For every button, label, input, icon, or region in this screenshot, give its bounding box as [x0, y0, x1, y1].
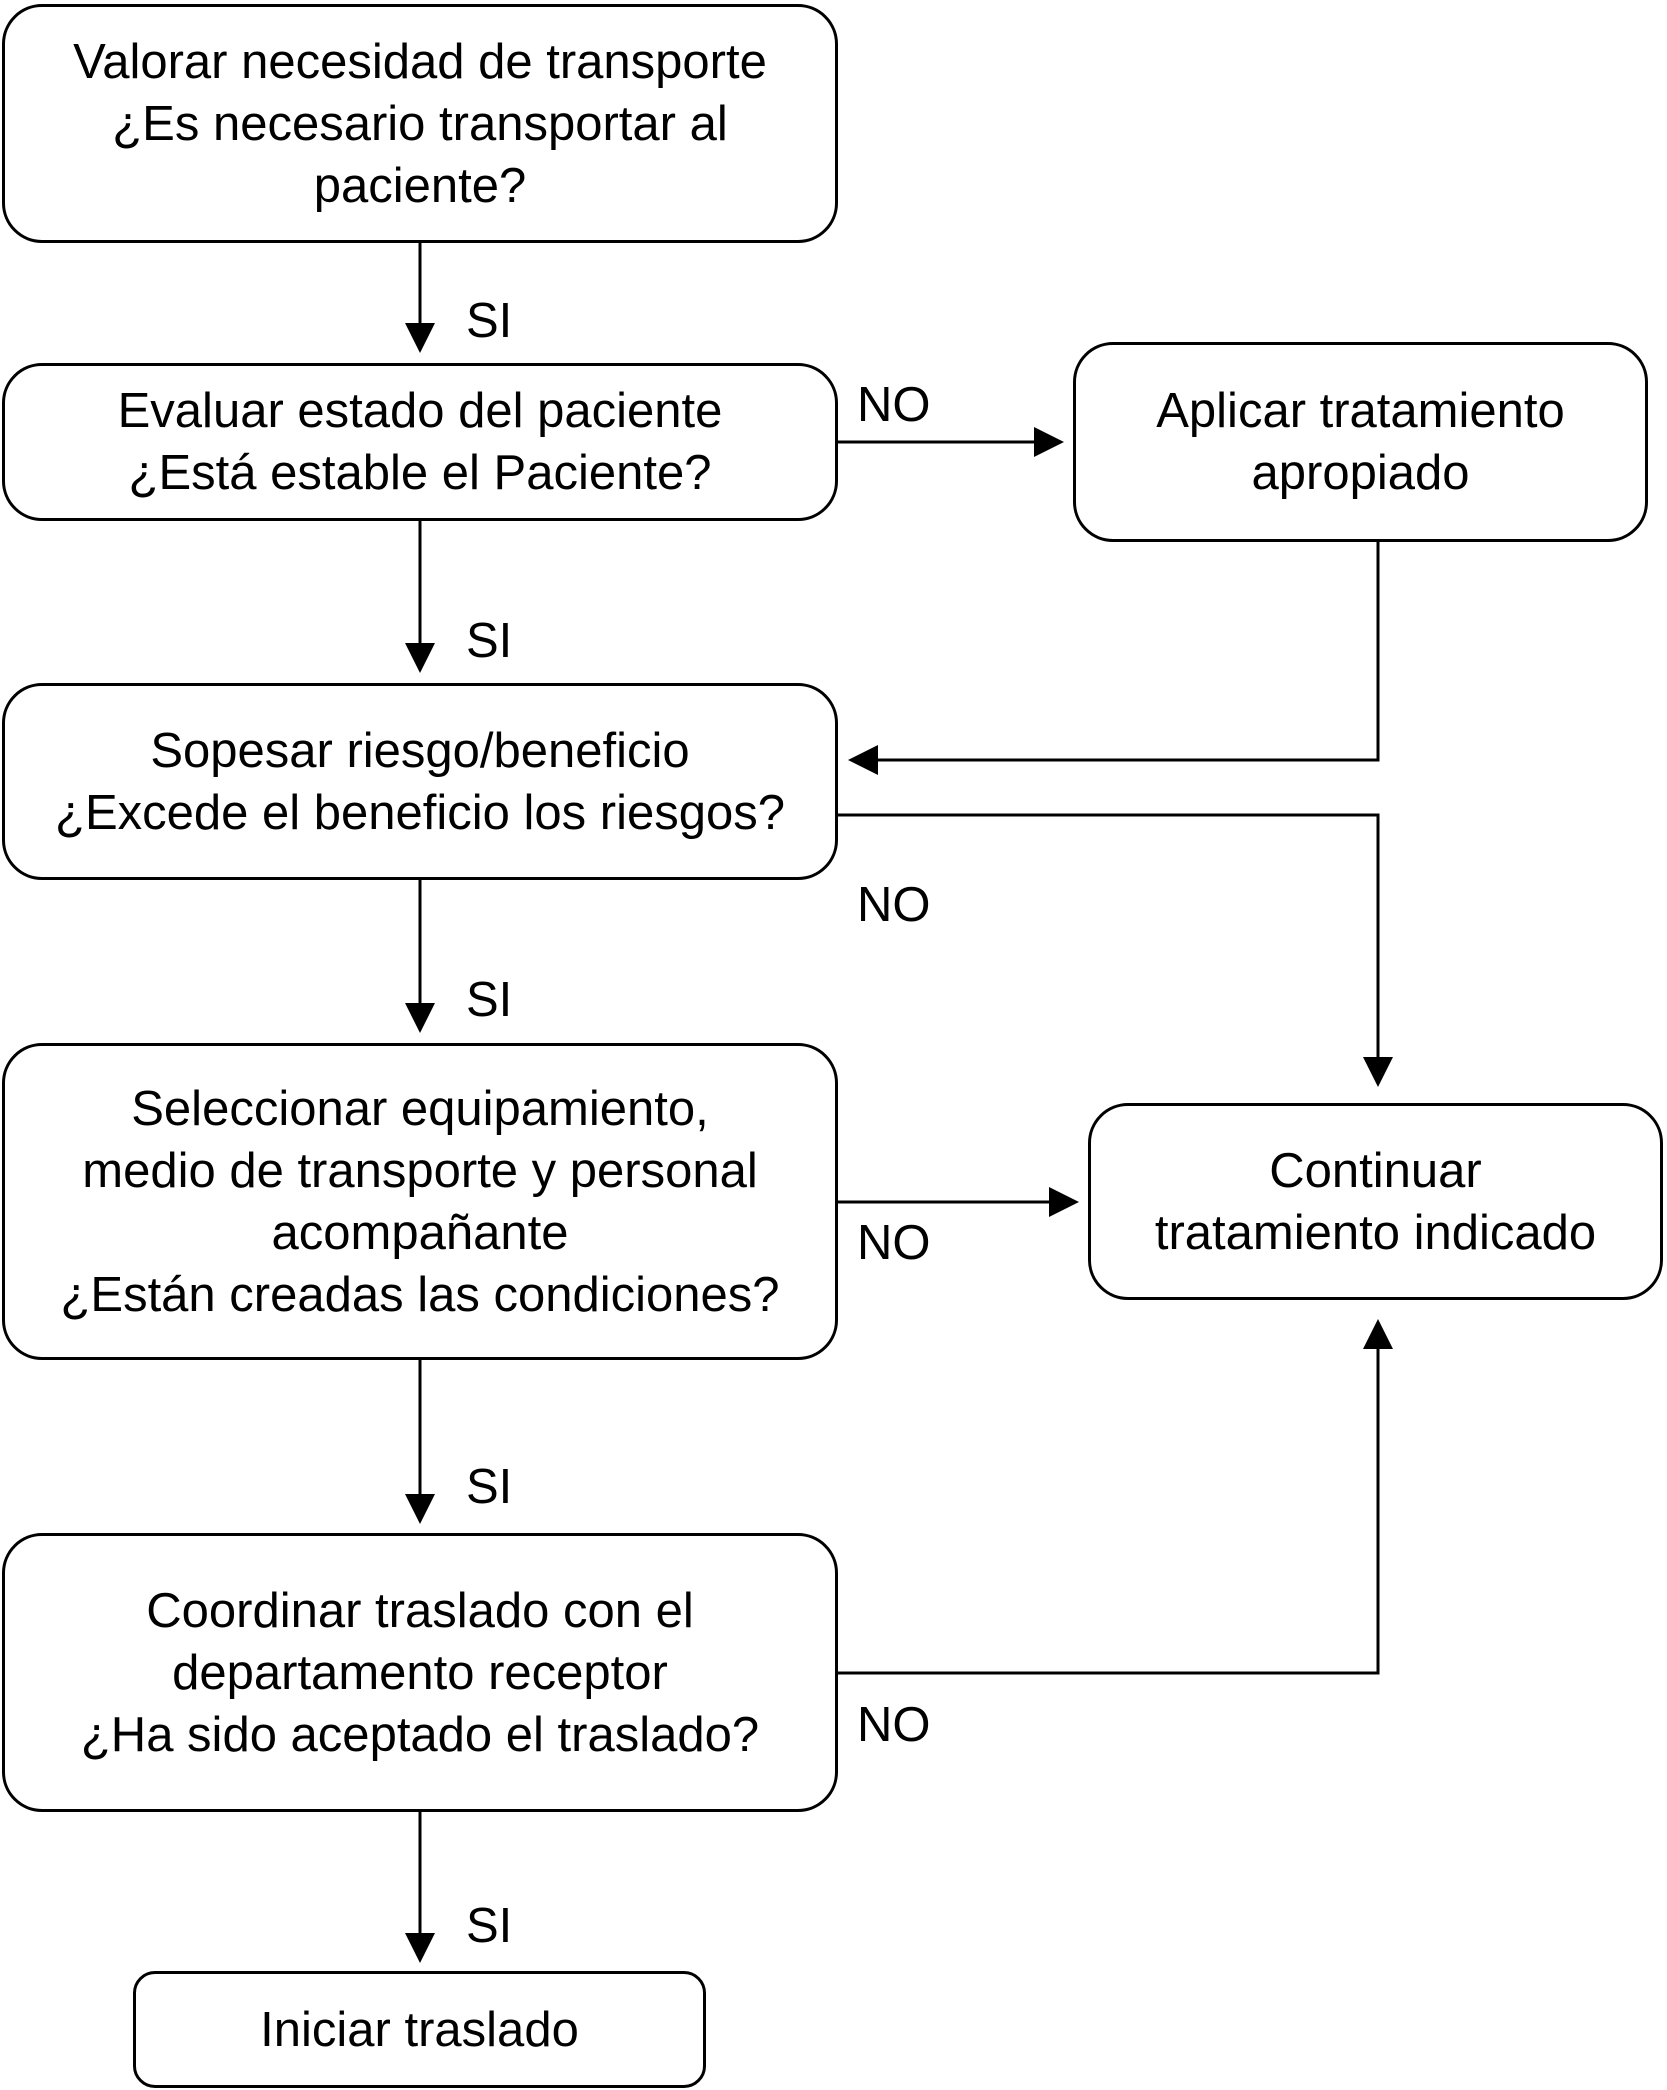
node-line: paciente? [313, 158, 527, 213]
node-line: tratamiento indicado [1154, 1205, 1597, 1260]
edge-label-no: NO [857, 1698, 931, 1752]
node-line: Aplicar tratamiento [1156, 384, 1565, 438]
node-line: medio de transporte y personal [82, 1143, 758, 1198]
node-continuar-tratamiento: Continuar tratamiento indicado [1088, 1103, 1663, 1300]
node-line: Iniciar traslado [260, 2002, 579, 2057]
node-line: Sopesar riesgo/beneficio [150, 723, 690, 778]
node-line: apropiado [1251, 446, 1470, 500]
node-line: Valorar necesidad de transporte [73, 34, 767, 89]
node-valorar-transporte: Valorar necesidad de transporte ¿Es nece… [2, 4, 838, 243]
node-line: Evaluar estado del paciente [117, 384, 723, 438]
node-aplicar-tratamiento: Aplicar tratamiento apropiado [1073, 342, 1648, 542]
edge-label-no: NO [857, 1216, 931, 1270]
node-line: Coordinar traslado con el [146, 1583, 694, 1638]
edge-coordinar-continuar [838, 1319, 1393, 1675]
edge-label-no: NO [857, 878, 931, 932]
edge-label-si: SI [466, 973, 513, 1027]
node-line: ¿Está estable el Paciente? [128, 446, 712, 500]
edge-label-si: SI [466, 294, 513, 348]
edge-label-no: NO [857, 378, 931, 432]
node-line: Seleccionar equipamiento, [131, 1081, 709, 1136]
node-seleccionar-equipamiento: Seleccionar equipamiento, medio de trans… [2, 1043, 838, 1360]
edge-label-si: SI [466, 1460, 513, 1514]
edge-aplicar-sopesar [848, 542, 1380, 775]
edge-label-si: SI [466, 614, 513, 668]
node-line: ¿Excede el beneficio los riesgos? [55, 785, 785, 840]
node-iniciar-traslado: Iniciar traslado [133, 1971, 706, 2088]
node-line: ¿Es necesario transportar al [112, 96, 728, 151]
node-coordinar-traslado: Coordinar traslado con el departamento r… [2, 1533, 838, 1812]
node-line: acompañante [271, 1205, 569, 1260]
edge-sopesar-continuar [838, 813, 1393, 1087]
node-evaluar-paciente: Evaluar estado del paciente ¿Está establ… [2, 363, 838, 521]
edge-label-si: SI [466, 1899, 513, 1953]
node-line: departamento receptor [172, 1645, 668, 1700]
node-line: ¿Ha sido aceptado el traslado? [80, 1707, 760, 1762]
node-sopesar-riesgo: Sopesar riesgo/beneficio ¿Excede el bene… [2, 683, 838, 880]
node-line: Continuar [1269, 1143, 1482, 1198]
node-line: ¿Están creadas las condiciones? [60, 1267, 780, 1322]
